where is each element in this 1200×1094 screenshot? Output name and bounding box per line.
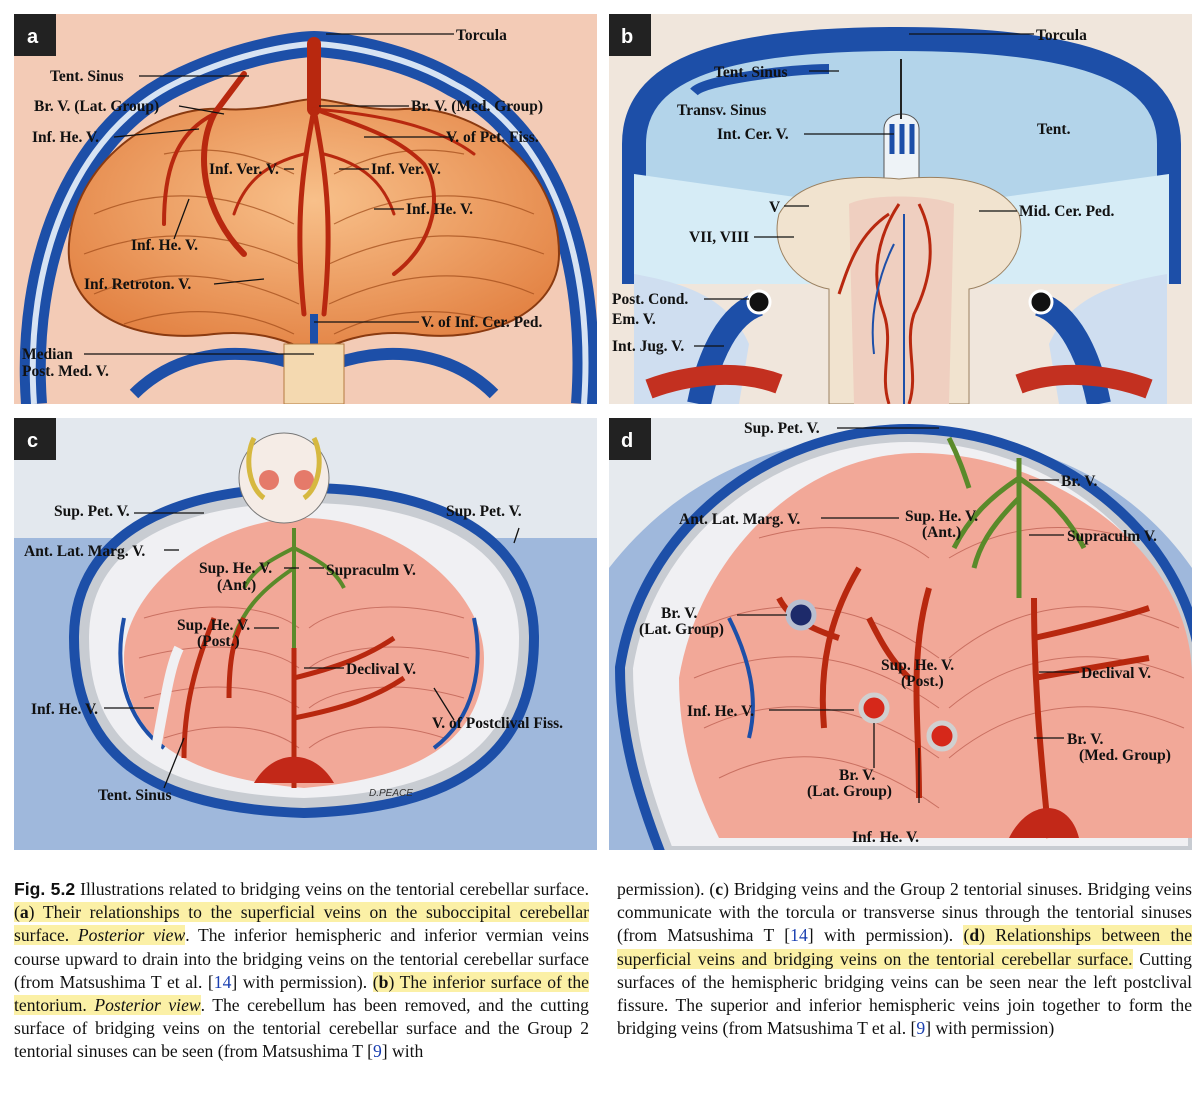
label-int-jug-v: Int. Jug. V. <box>612 338 684 355</box>
caption-ref-14b[interactable]: 14 <box>790 925 808 946</box>
label-ant-lat-marg-v: Ant. Lat. Marg. V. <box>24 543 145 560</box>
label-inf-he-v-1: Inf. He. V. <box>32 129 99 146</box>
label-lat-group-b-d: (Lat. Group) <box>807 783 892 800</box>
label-int-cer-v: Int. Cer. V. <box>717 126 789 143</box>
label-v-inf-cer-ped: V. of Inf. Cer. Ped. <box>421 314 543 331</box>
caption-a-open: ( <box>14 902 20 923</box>
panel-c-letter-text: c <box>27 430 38 452</box>
label-vii-viii: VII, VIII <box>689 229 749 246</box>
label-mid-cer-ped: Mid. Cer. Ped. <box>1019 203 1115 220</box>
caption-intro: Illustrations related to bridging veins … <box>75 879 589 899</box>
caption-c-desc: ) Bridging veins and the Group 2 tentori… <box>617 879 1192 946</box>
label-inf-he-v-d2: Inf. He. V. <box>852 829 919 846</box>
panel-a-letter: a <box>27 26 39 48</box>
panel-d: d Sup. Pet. V. Br. V. Ant. Lat. Marg. V.… <box>609 418 1192 850</box>
label-sup-he-v-ant-d: Sup. He. V. <box>905 508 978 525</box>
label-ant-d: (Ant.) <box>922 524 961 541</box>
caption-a-text: ) Their relationships to the superficial… <box>14 902 589 946</box>
label-inf-he-v-d1: Inf. He. V. <box>687 703 754 720</box>
label-br-v-d: Br. V. <box>1061 473 1097 490</box>
caption-d-end: ] with permission) <box>925 1018 1055 1039</box>
caption-d-text: ) Relationships between the superficial … <box>617 925 1193 969</box>
label-v-postclival-fiss: V. of Postclival Fiss. <box>432 715 563 732</box>
label-tent-sinus-b: Tent. Sinus <box>714 64 788 81</box>
caption-ref-9a[interactable]: 9 <box>372 1041 382 1062</box>
label-ant: (Ant.) <box>217 577 256 594</box>
label-ant-lat-marg-v-d: Ant. Lat. Marg. V. <box>679 511 800 528</box>
caption-a-letter: a <box>19 902 29 923</box>
label-post-d: (Post.) <box>901 673 944 690</box>
label-br-v-lat-b-d: Br. V. <box>839 767 875 784</box>
label-inf-ver-v-2: Inf. Ver. V. <box>371 161 441 178</box>
label-inf-retroton-v: Inf. Retroton. V. <box>84 276 191 293</box>
label-torcula: Torcula <box>456 27 507 44</box>
label-supraculm-v-d: Supraculm V. <box>1067 528 1157 545</box>
label-declival-v-d: Declival V. <box>1081 665 1151 682</box>
caption-b-view: Posterior view <box>94 995 201 1016</box>
caption-d-desc: Cutting surfaces of the hemispheric brid… <box>617 948 1192 1039</box>
label-torcula-b: Torcula <box>1036 27 1087 44</box>
label-tent: Tent. <box>1037 121 1071 138</box>
label-br-v-med-d: Br. V. <box>1067 731 1103 748</box>
figure-number: Fig. 5.2 <box>14 879 76 899</box>
caption-d-open: ( <box>963 925 970 946</box>
label-inf-he-v-3: Inf. He. V. <box>131 237 198 254</box>
caption-left-column: Fig. 5.2 Illustrations related to bridgi… <box>14 878 589 1064</box>
label-inf-he-v-2: Inf. He. V. <box>406 201 473 218</box>
label-v: V <box>769 199 781 216</box>
panel-b-letter: b <box>621 26 633 48</box>
panel-c-illustration: D.PEACE D.PEACE c Sup. Pet. V. Sup. Pet.… <box>14 418 597 850</box>
label-v-pet-fiss: V. of Pet. Fiss. <box>446 129 539 146</box>
label-sup-he-v-ant: Sup. He. V. <box>199 560 272 577</box>
label-sup-he-v-post: Sup. He. V. <box>177 617 250 634</box>
caption-ref-9b[interactable]: 9 <box>916 1018 926 1039</box>
caption-c-end: ] with permission). <box>807 925 964 946</box>
label-em-v: Em. V. <box>612 311 656 328</box>
caption-b-end: ] with <box>381 1041 424 1062</box>
panel-c: D.PEACE D.PEACE c Sup. Pet. V. Sup. Pet.… <box>14 418 597 850</box>
label-tent-sinus-c: Tent. Sinus <box>98 787 172 804</box>
label-declival-v: Declival V. <box>346 661 416 678</box>
label-sup-pet-v-left: Sup. Pet. V. <box>54 503 130 520</box>
caption-b-open: ( <box>372 971 379 992</box>
caption-c-start: permission). ( <box>617 879 716 899</box>
panel-d-illustration: d Sup. Pet. V. Br. V. Ant. Lat. Marg. V.… <box>609 418 1192 850</box>
label-sup-he-v-post-d: Sup. He. V. <box>881 657 954 674</box>
caption-a-desc: . The inferior hemispheric and inferior … <box>14 925 589 992</box>
panel-b: b Torcula Tent. Sinus Transv. Sinus Int.… <box>609 14 1192 404</box>
caption-b-desc: . The cerebellum has been removed, and t… <box>14 995 589 1062</box>
label-br-v-med-group: Br. V. (Med. Group) <box>411 98 543 115</box>
caption-d-letter: d <box>969 925 980 946</box>
caption-c-letter: c <box>715 879 724 899</box>
panel-a-illustration: a Torcula Tent. Sinus Br. V. (Lat. Group… <box>14 14 597 404</box>
caption-right-column: permission). (c) Bridging veins and the … <box>617 878 1193 1040</box>
caption-b-text: ) The inferior surface of the tentorium. <box>14 971 589 1016</box>
caption-a-end: ] with permission). <box>231 971 373 992</box>
label-median: Median <box>22 346 73 363</box>
label-lat-group-d: (Lat. Group) <box>639 621 724 638</box>
caption-a-view: Posterior view <box>77 925 186 946</box>
caption-ref-14a[interactable]: 14 <box>213 971 232 992</box>
label-med-group-d: (Med. Group) <box>1079 747 1171 764</box>
label-tent-sinus: Tent. Sinus <box>50 68 124 85</box>
label-supraculm-v: Supraculm V. <box>326 562 416 579</box>
panel-b-illustration: b Torcula Tent. Sinus Transv. Sinus Int.… <box>609 14 1192 404</box>
label-sup-pet-v-d: Sup. Pet. V. <box>744 420 820 437</box>
panel-d-letter: d <box>621 430 633 452</box>
label-sup-pet-v-right: Sup. Pet. V. <box>446 503 522 520</box>
panel-a: a Torcula Tent. Sinus Br. V. (Lat. Group… <box>14 14 597 404</box>
label-post: (Post.) <box>197 633 240 650</box>
label-post-med-v: Post. Med. V. <box>22 363 109 380</box>
label-br-v-lat-group: Br. V. (Lat. Group) <box>34 98 159 115</box>
label-transv-sinus: Transv. Sinus <box>677 102 766 119</box>
caption-b-letter: b <box>378 971 389 992</box>
label-br-v-lat-d: Br. V. <box>661 605 697 622</box>
label-post-cond: Post. Cond. <box>612 291 688 308</box>
label-inf-he-v-c: Inf. He. V. <box>31 701 98 718</box>
label-inf-ver-v-1: Inf. Ver. V. <box>209 161 279 178</box>
artist-signature: D.PEACE <box>369 788 413 799</box>
